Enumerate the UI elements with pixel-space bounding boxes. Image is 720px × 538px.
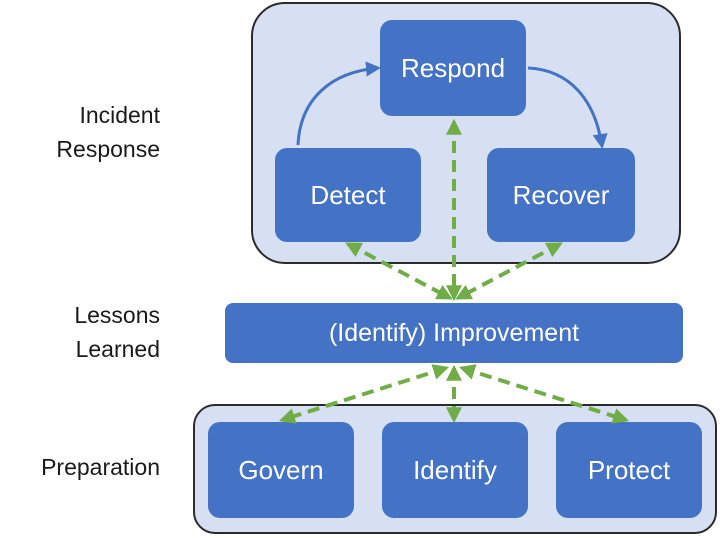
- label-preparation-text: Preparation: [41, 454, 160, 480]
- label-preparation: Preparation: [0, 450, 160, 484]
- label-incident-line1: Incident: [79, 102, 160, 128]
- identify-box: Identify: [382, 422, 528, 518]
- govern-box: Govern: [208, 422, 354, 518]
- label-lessons-line2: Learned: [75, 336, 160, 362]
- detect-box: Detect: [275, 148, 421, 242]
- improvement-box: (Identify) Improvement: [225, 303, 683, 363]
- protect-box: Protect: [556, 422, 702, 518]
- label-lessons-line1: Lessons: [74, 302, 160, 328]
- respond-box: Respond: [380, 20, 526, 116]
- label-lessons-learned: Lessons Learned: [0, 298, 160, 366]
- label-incident-line2: Response: [56, 136, 160, 162]
- recover-box: Recover: [487, 148, 635, 242]
- label-incident-response: Incident Response: [0, 98, 160, 166]
